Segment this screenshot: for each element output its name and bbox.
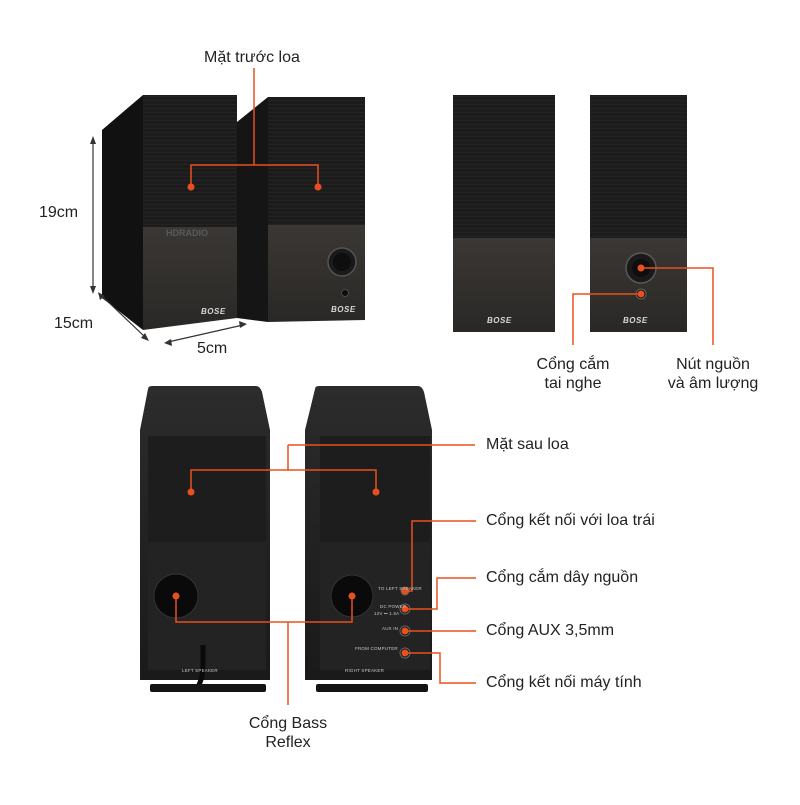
front-speakers-flat <box>453 95 714 345</box>
aux-port-label: Cổng AUX 3,5mm <box>486 622 615 639</box>
panel-to-left-speaker: TO LEFT SPEAKER <box>378 586 422 591</box>
left-flat-base <box>453 238 555 332</box>
watermark: HDRADIO <box>166 228 208 238</box>
panel-dc-power: DC POWER <box>380 604 407 609</box>
brand-logo-left-front: BOSE <box>201 307 226 316</box>
callout-dot <box>401 587 409 595</box>
power-port-label: Cổng cắm dây nguồn <box>486 569 639 586</box>
dimension-arrows <box>90 136 247 346</box>
callout-dot <box>637 290 645 298</box>
power-volume-label: Nút nguồn và âm lượng <box>658 355 768 393</box>
bass-reflex-label: Cổng Bass Reflex <box>238 714 338 752</box>
power-volume-label-line1: Nút nguồn <box>676 356 750 373</box>
back-speakers <box>140 386 476 705</box>
bass-reflex-label-line1: Cổng Bass <box>248 715 328 732</box>
volume-knob-center <box>333 253 351 271</box>
callout-dot <box>401 605 409 613</box>
headphone-label-line2: tai nghe <box>544 375 602 392</box>
front-callout <box>190 68 319 187</box>
left-back-upper-panel <box>148 436 266 542</box>
headphone-label: Cổng cắm tai nghe <box>523 355 623 393</box>
right-back-foot <box>316 684 428 692</box>
panel-right-speaker: RIGHT SPEAKER <box>345 668 385 673</box>
callout-dot <box>172 592 180 600</box>
headphone-jack <box>341 289 349 297</box>
left-speaker-back <box>140 386 270 692</box>
brand-logo-left-flat: BOSE <box>487 316 512 325</box>
right-speaker-side <box>237 97 268 322</box>
power-volume-label-line2: và âm lượng <box>667 375 759 392</box>
callout-dot <box>401 627 409 635</box>
left-speaker-base <box>143 227 237 330</box>
left-back-foot <box>150 684 266 692</box>
callout-dot <box>187 488 195 496</box>
front-speakers-perspective <box>90 68 365 346</box>
callout-dot <box>637 264 645 272</box>
height-dimension: 19cm <box>39 204 79 221</box>
left-speaker-grille <box>143 95 237 227</box>
brand-logo-right-flat: BOSE <box>623 316 648 325</box>
bass-reflex-label-line2: Reflex <box>265 734 311 751</box>
panel-aux-in: AUX IN <box>382 626 399 631</box>
callout-dot <box>401 649 409 657</box>
left-speaker-flat <box>453 95 555 332</box>
front-label: Mặt trước loa <box>204 49 300 66</box>
right-speaker-front <box>237 97 365 322</box>
right-speaker-grille <box>268 97 365 225</box>
callout-dot <box>372 488 380 496</box>
panel-left-speaker: LEFT SPEAKER <box>182 668 218 673</box>
callout-dot <box>348 592 356 600</box>
callout-dot <box>314 183 322 191</box>
panel-from-computer: FROM COMPUTER <box>355 646 398 651</box>
left-speaker-side <box>102 95 143 330</box>
left-flat-grille <box>453 95 555 238</box>
flat-callouts <box>572 267 714 345</box>
computer-port-label: Cổng kết nối máy tính <box>486 674 642 691</box>
depth-dimension: 15cm <box>54 315 94 332</box>
panel-dc-rating: 12V ⎓ 1.5A <box>374 611 400 616</box>
width-dimension: 5cm <box>197 340 228 357</box>
right-speaker-flat <box>590 95 687 332</box>
left-speaker-front <box>102 95 237 330</box>
back-label: Mặt sau loa <box>486 436 569 453</box>
callout-dot <box>187 183 195 191</box>
right-flat-grille <box>590 95 687 238</box>
left-speaker-port-label: Cổng kết nối với loa trái <box>486 512 655 529</box>
headphone-label-line1: Cổng cắm <box>536 356 610 373</box>
brand-logo-right-front: BOSE <box>331 305 356 314</box>
